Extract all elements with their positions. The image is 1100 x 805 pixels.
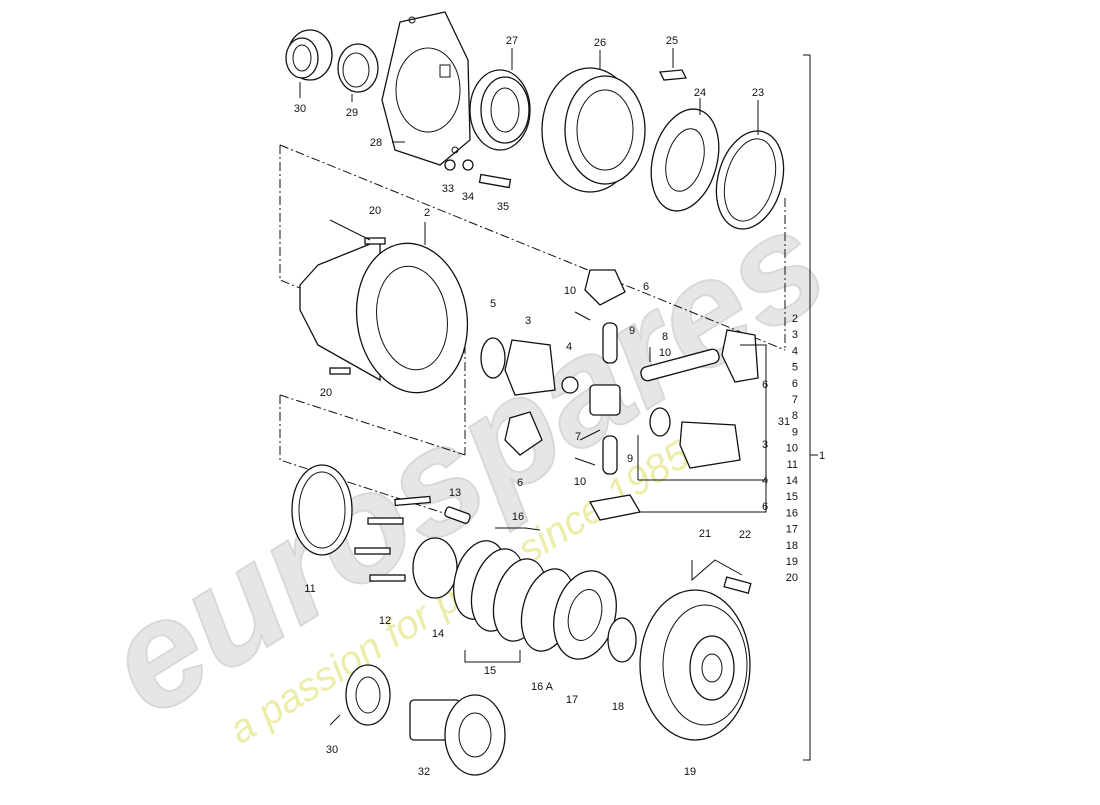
callout-4b: 4	[762, 475, 768, 487]
callout-16a: 16 A	[531, 681, 554, 693]
callout-11: 11	[304, 583, 315, 595]
bearing-30-bottom	[329, 664, 391, 726]
callout-3a: 3	[525, 315, 531, 327]
callout-16: 16	[512, 511, 524, 523]
index-number: 11	[787, 459, 798, 471]
callout-31: 31	[778, 416, 790, 428]
callout-15: 15	[484, 665, 496, 677]
callout-28: 28	[370, 137, 382, 149]
callout-7: 7	[575, 431, 581, 443]
callout-21: 21	[699, 528, 711, 540]
needle-bearing-24	[650, 98, 720, 212]
callout-6c: 6	[517, 477, 523, 489]
index-number: 14	[786, 475, 798, 487]
bearing-30-top	[285, 29, 333, 98]
plate-25	[658, 48, 688, 81]
index-number: 19	[786, 556, 798, 568]
washer-23	[715, 100, 785, 230]
callout-6d: 6	[762, 501, 768, 513]
index-number: 8	[792, 410, 798, 422]
index-number: 5	[792, 362, 798, 374]
callout-34: 34	[462, 191, 474, 203]
callout-5: 5	[490, 298, 496, 310]
callout-22: 22	[739, 529, 751, 541]
index-number: 20	[786, 572, 798, 584]
callout-30a: 30	[294, 103, 306, 115]
callout-9b: 9	[627, 453, 633, 465]
callout-6a: 6	[643, 281, 649, 293]
differential-housing-2	[299, 219, 469, 394]
index-number: 17	[786, 524, 798, 536]
callout-33: 33	[442, 183, 454, 195]
callout-1: 1	[819, 450, 825, 462]
callout-6b: 6	[762, 379, 768, 391]
callout-27: 27	[506, 35, 518, 47]
callout-10a: 10	[564, 285, 576, 297]
bearing-27	[469, 48, 531, 151]
index-number: 9	[792, 426, 798, 438]
callout-20b: 20	[320, 387, 332, 399]
callout-3b: 3	[762, 439, 768, 451]
gear-set	[480, 269, 768, 521]
index-number: 15	[786, 491, 798, 503]
callout-14: 14	[432, 628, 444, 640]
clutch-pack	[291, 464, 637, 663]
callout-8: 8	[662, 331, 668, 343]
index-number: 18	[786, 540, 798, 552]
index-bracket	[803, 54, 818, 761]
nut-33-34-bolt-35	[444, 159, 512, 189]
callout-4a: 4	[566, 341, 572, 353]
index-number: 6	[792, 378, 798, 390]
callout-26: 26	[594, 37, 606, 49]
callout-13: 13	[449, 487, 461, 499]
cover-19	[639, 559, 752, 741]
shaft-32	[409, 694, 506, 776]
callout-25: 25	[666, 35, 678, 47]
callout-17: 17	[566, 694, 578, 706]
callout-9a: 9	[629, 325, 635, 337]
index-number: 16	[786, 507, 798, 519]
ring-29	[337, 43, 379, 102]
callout-32: 32	[418, 766, 430, 778]
callout-10b: 10	[659, 347, 671, 359]
callout-10c: 10	[574, 476, 586, 488]
callout-20a: 20	[369, 205, 381, 217]
callout-18: 18	[612, 701, 624, 713]
index-number: 2	[792, 313, 798, 325]
index-number: 3	[792, 329, 798, 341]
index-number: 10	[786, 443, 798, 455]
callout-35: 35	[497, 201, 509, 213]
index-number: 7	[792, 394, 798, 406]
assembly-outlines	[279, 144, 786, 521]
callout-19: 19	[684, 766, 696, 778]
callout-23: 23	[752, 87, 764, 99]
index-column: 2 3 4 5 6 7 8 9 10 11 14 15 16 17 18 19 20	[786, 313, 798, 584]
callout-30b: 30	[326, 744, 338, 756]
crown-ring-26	[541, 50, 646, 193]
callout-2: 2	[424, 207, 430, 219]
index-number: 4	[792, 345, 798, 357]
flange-plate-28	[381, 11, 471, 166]
callout-12: 12	[379, 615, 391, 627]
callout-24: 24	[694, 87, 706, 99]
callout-29: 29	[346, 107, 358, 119]
